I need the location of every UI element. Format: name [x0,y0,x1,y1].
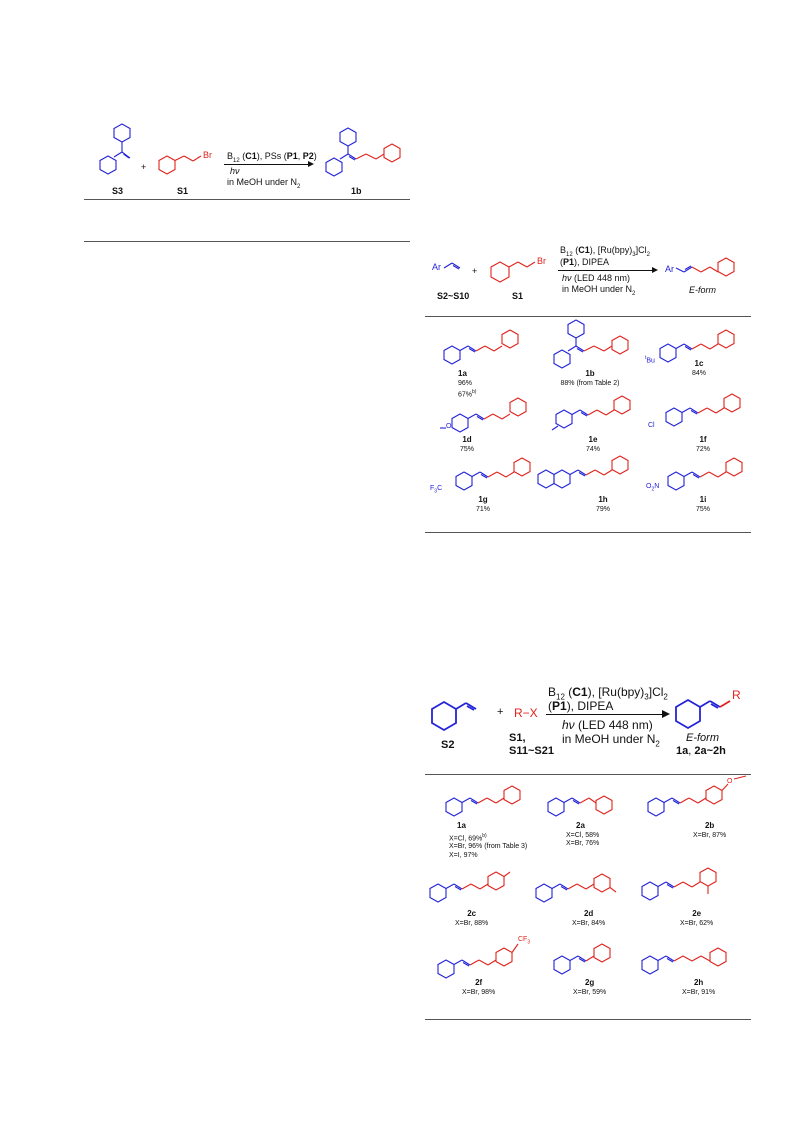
table3-product-ar: Ar [665,264,674,274]
table4-condition-3: hν (LED 448 nm) [562,718,653,732]
table4-product-label-2: 1a, 2a~2h [676,745,726,757]
table2-plus: + [141,162,147,172]
table4-condition-1: B12 (C1), [Ru(bpy)3]Cl2 [548,685,668,702]
table4-reactant2-label-a: S1, [509,732,526,744]
table2-br-label: Br [203,150,212,160]
entry-1d-oxygen: O [446,423,452,430]
table4-product-structure [675,698,731,730]
table4-rx-label: R−X [514,706,538,720]
table3-product-label: E-form [689,285,716,295]
table2-rule-1 [84,199,410,200]
table3-condition-2: (P1), DIPEA [560,257,610,267]
table2-rule-2 [84,241,410,242]
table4-product-label-1: E-form [686,732,719,744]
table4-arrow-head [662,710,670,718]
table4-condition-2: (P1), DIPEA [548,699,614,713]
t4-entry-2b-oxygen: O [727,778,733,785]
table4-reactant1-label: S2 [441,739,455,751]
table4-rule-1 [425,774,751,775]
table3-condition-3: hν (LED 448 nm) [562,273,631,283]
entry-1g-structure [455,457,531,491]
t4-entry-2e-structure [641,867,717,901]
t4-entry-2g-structure [553,943,611,975]
table3-arrow-head [652,267,658,273]
t4-entry-2a-structure [547,795,613,817]
table2-condition-1: B12 (C1), PSs (P1, P2) [227,151,317,164]
table3-condition-1: B12 (C1), [Ru(bpy)3]Cl2 [560,245,650,258]
entry-1a-structure [443,329,519,365]
table2-arrow-head [308,161,314,167]
table3-br-label: Br [537,256,546,266]
entry-1h-structure [537,455,629,489]
t4-entry-2f-structure [437,943,519,979]
table2-condition-3: in MeOH under N2 [227,177,301,190]
entry-1g-substituent: F3C [430,485,443,495]
S2-structure [431,700,477,732]
t4-entry-2f-substituent: CF3 [518,936,531,946]
table4-condition-4: in MeOH under N2 [562,732,660,749]
t4-entry-2h-structure [641,947,727,975]
table2-reactant1-label: S3 [112,186,124,196]
t4-entry-2b-structure [647,775,747,817]
entry-1b-structure [553,319,629,369]
table3-reaction-arrow [558,270,654,271]
table4-product-r: R [732,688,741,702]
entry-1e-structure [551,395,631,431]
S3-structure [99,123,131,175]
table3-condition-4: in MeOH under N2 [562,284,636,297]
table3-rule-2 [425,532,751,533]
table3-rule-1 [425,316,751,317]
aryl-alkene-structure [443,262,461,270]
entry-1i-structure [667,457,743,491]
S1-structure [158,155,202,175]
entry-1d-structure [440,397,527,433]
table3-ar-label: Ar [432,262,441,272]
table4-reaction-arrow [546,714,664,715]
table4-rule-2 [425,1019,751,1020]
table2-reactant2-label: S1 [177,186,189,196]
table3-S1-structure [490,261,536,283]
t4-entry-1a-structure [445,785,521,817]
t4-entry-2d-structure [535,873,617,903]
table4-plus: + [497,706,504,718]
table3-plus: + [472,266,478,276]
table2-product-label: 1b [351,186,362,196]
table2-condition-2: hν [230,166,240,176]
entry-1f-substituent: Cl [648,422,655,429]
entry-1c-substituent: tBu [645,355,655,365]
entry-1f-structure [665,393,741,427]
table3-reactant2-label: S1 [512,291,524,301]
entry-1i-substituent: O2N [646,483,660,493]
entry-1c-structure [659,329,735,363]
table2-reaction-arrow [224,164,310,165]
table4-reactant2-label-b: S11~S21 [509,745,554,757]
table3-product-structure [675,257,735,277]
table3-reactant1-label: S2~S10 [437,291,470,301]
1b-structure [325,127,401,177]
t4-entry-2c-structure [429,871,511,903]
